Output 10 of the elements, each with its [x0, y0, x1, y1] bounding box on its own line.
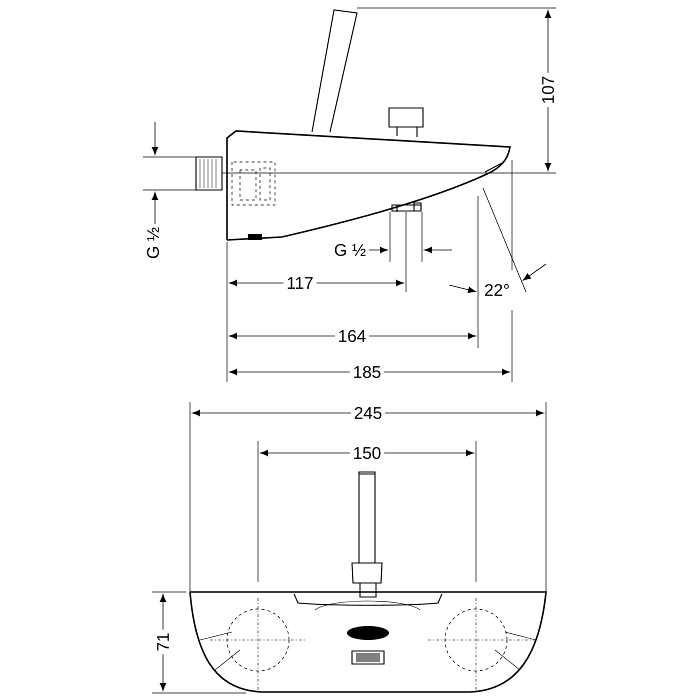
dimension-label: 164	[334, 327, 370, 345]
dimension-label: G ½	[331, 241, 369, 259]
dimension-label: 107	[539, 72, 557, 108]
dimension-label: 71	[154, 630, 172, 654]
dimension-label: 185	[350, 363, 384, 381]
dimension-label: 117	[284, 274, 316, 292]
dimension-label: 245	[350, 404, 386, 422]
dimension-label: 150	[350, 444, 384, 462]
dimension-label: 22°	[481, 281, 513, 299]
dimension-label: G ½	[144, 224, 162, 262]
